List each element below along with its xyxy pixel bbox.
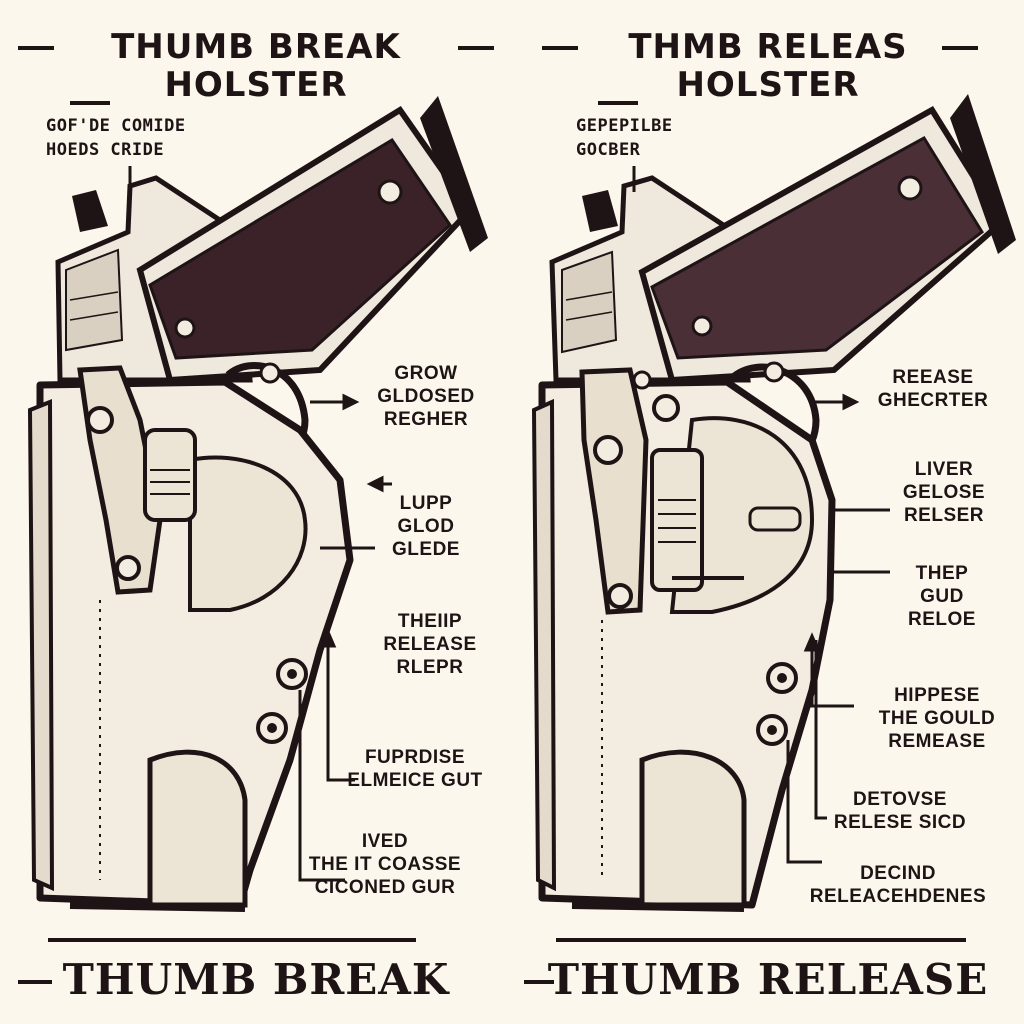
bottom-dash bbox=[524, 980, 554, 984]
callout-line: THEP bbox=[915, 563, 969, 584]
bottom-title: THUMB BREAK bbox=[62, 955, 450, 1004]
top-annotation-line: GOF'DE COMIDE bbox=[46, 116, 186, 136]
callout-line: RELESE SICD bbox=[833, 812, 967, 833]
callout-line: GLEDE bbox=[392, 539, 460, 560]
pistol-grip bbox=[638, 94, 1016, 384]
callout-4: HIPPESE THE GOULD REMEASE bbox=[862, 684, 1012, 753]
callout-2: LIVER GELOSE RELSER bbox=[884, 458, 1004, 527]
callout-line: REEASE bbox=[892, 367, 974, 388]
callout-3: THEP GUD RELOE bbox=[892, 562, 992, 631]
callout-line: DETOVSE bbox=[853, 789, 947, 810]
bottom-rule bbox=[556, 938, 966, 942]
top-annotation-line: GOCBER bbox=[576, 140, 641, 160]
thumb-break-panel: THUMB BREAK HOLSTER bbox=[18, 27, 494, 1004]
top-annotation: GOF'DE COMIDE HOEDS CRIDE bbox=[46, 114, 186, 162]
panel-title-line1: THUMB BREAK bbox=[111, 27, 401, 67]
callout-1: REEASE GHECRTER bbox=[858, 366, 1008, 412]
callout-line: THE GOULD bbox=[878, 708, 996, 729]
callout-line: ELMEICE GUT bbox=[347, 770, 483, 791]
panel-title-line1: THMB RELEAS bbox=[628, 27, 908, 67]
callout-line: DECIND bbox=[860, 863, 936, 884]
callout-line: GLOD bbox=[397, 516, 455, 537]
title-underline-dash bbox=[598, 101, 638, 105]
pistol-grip bbox=[136, 96, 488, 384]
title-dash-right bbox=[942, 46, 978, 50]
callout-3: THEIIP RELEASE RLEPR bbox=[370, 610, 490, 679]
callout-4: FUPRDISE ELMEICE GUT bbox=[340, 746, 490, 792]
callout-2: LUPP GLOD GLEDE bbox=[376, 492, 476, 561]
callout-line: RELEASE bbox=[383, 634, 477, 655]
thumb-release-mechanism bbox=[579, 367, 802, 615]
bottom-dash bbox=[18, 980, 52, 984]
callout-line: FUPRDISE bbox=[364, 747, 466, 768]
frame-pin bbox=[259, 362, 281, 384]
thumb-break-strap bbox=[77, 365, 197, 595]
leader-lines bbox=[632, 166, 890, 864]
top-annotation: GEPEPILBE GOCBER bbox=[576, 114, 673, 162]
leader-lines bbox=[128, 166, 392, 882]
callout-line: RELSER bbox=[903, 505, 985, 526]
title-dash-left bbox=[542, 46, 578, 50]
callout-line: RELOE bbox=[908, 609, 976, 630]
callout-line: REMEASE bbox=[888, 731, 986, 752]
callout-line: RLEPR bbox=[396, 657, 464, 678]
bottom-title: THUMB RELEASE bbox=[547, 955, 989, 1004]
title-dash-left bbox=[18, 46, 54, 50]
callout-line: REGHER bbox=[383, 409, 469, 430]
panel-title-line2: HOLSTER bbox=[676, 65, 860, 105]
thumb-release-holster-illustration bbox=[531, 94, 1016, 912]
title-underline-dash bbox=[70, 101, 110, 105]
top-annotation-line: HOEDS CRIDE bbox=[46, 140, 165, 160]
callout-line: HIPPESE bbox=[894, 685, 980, 706]
bottom-rule bbox=[48, 938, 416, 942]
callout-line: GROW bbox=[394, 363, 458, 384]
callout-line: THEIIP bbox=[397, 611, 463, 632]
panel-title-line2: HOLSTER bbox=[164, 65, 348, 105]
callout-line: IVED bbox=[361, 831, 409, 852]
title-dash-right bbox=[458, 46, 494, 50]
callout-line: THE IT COASSE bbox=[308, 854, 462, 875]
callout-5: DETOVSE RELESE SICD bbox=[830, 788, 970, 834]
thumb-release-panel: THMB RELEAS HOLSTER bbox=[512, 0, 1024, 1024]
callout-line: CICONED GUR bbox=[314, 877, 456, 898]
callout-1: GROW GLDOSED REGHER bbox=[366, 362, 486, 431]
callout-line: RELEACEHDENES bbox=[809, 886, 987, 907]
top-annotation-line: GEPEPILBE bbox=[576, 116, 673, 136]
callout-5: IVED THE IT COASSE CICONED GUR bbox=[300, 830, 470, 899]
callout-6: DECIND RELEACEHDENES bbox=[808, 862, 988, 908]
callout-line: GUD bbox=[920, 586, 964, 607]
callout-line: LUPP bbox=[399, 493, 453, 514]
holster-rivets bbox=[256, 658, 308, 744]
holster-rivets bbox=[756, 662, 798, 746]
callout-line: GHECRTER bbox=[877, 390, 989, 411]
callout-line: GLDOSED bbox=[377, 386, 475, 407]
callout-line: LIVER bbox=[914, 459, 974, 480]
frame-pin bbox=[763, 361, 785, 383]
thumb-break-holster-illustration bbox=[27, 96, 488, 912]
callout-line: GELOSE bbox=[902, 482, 986, 503]
